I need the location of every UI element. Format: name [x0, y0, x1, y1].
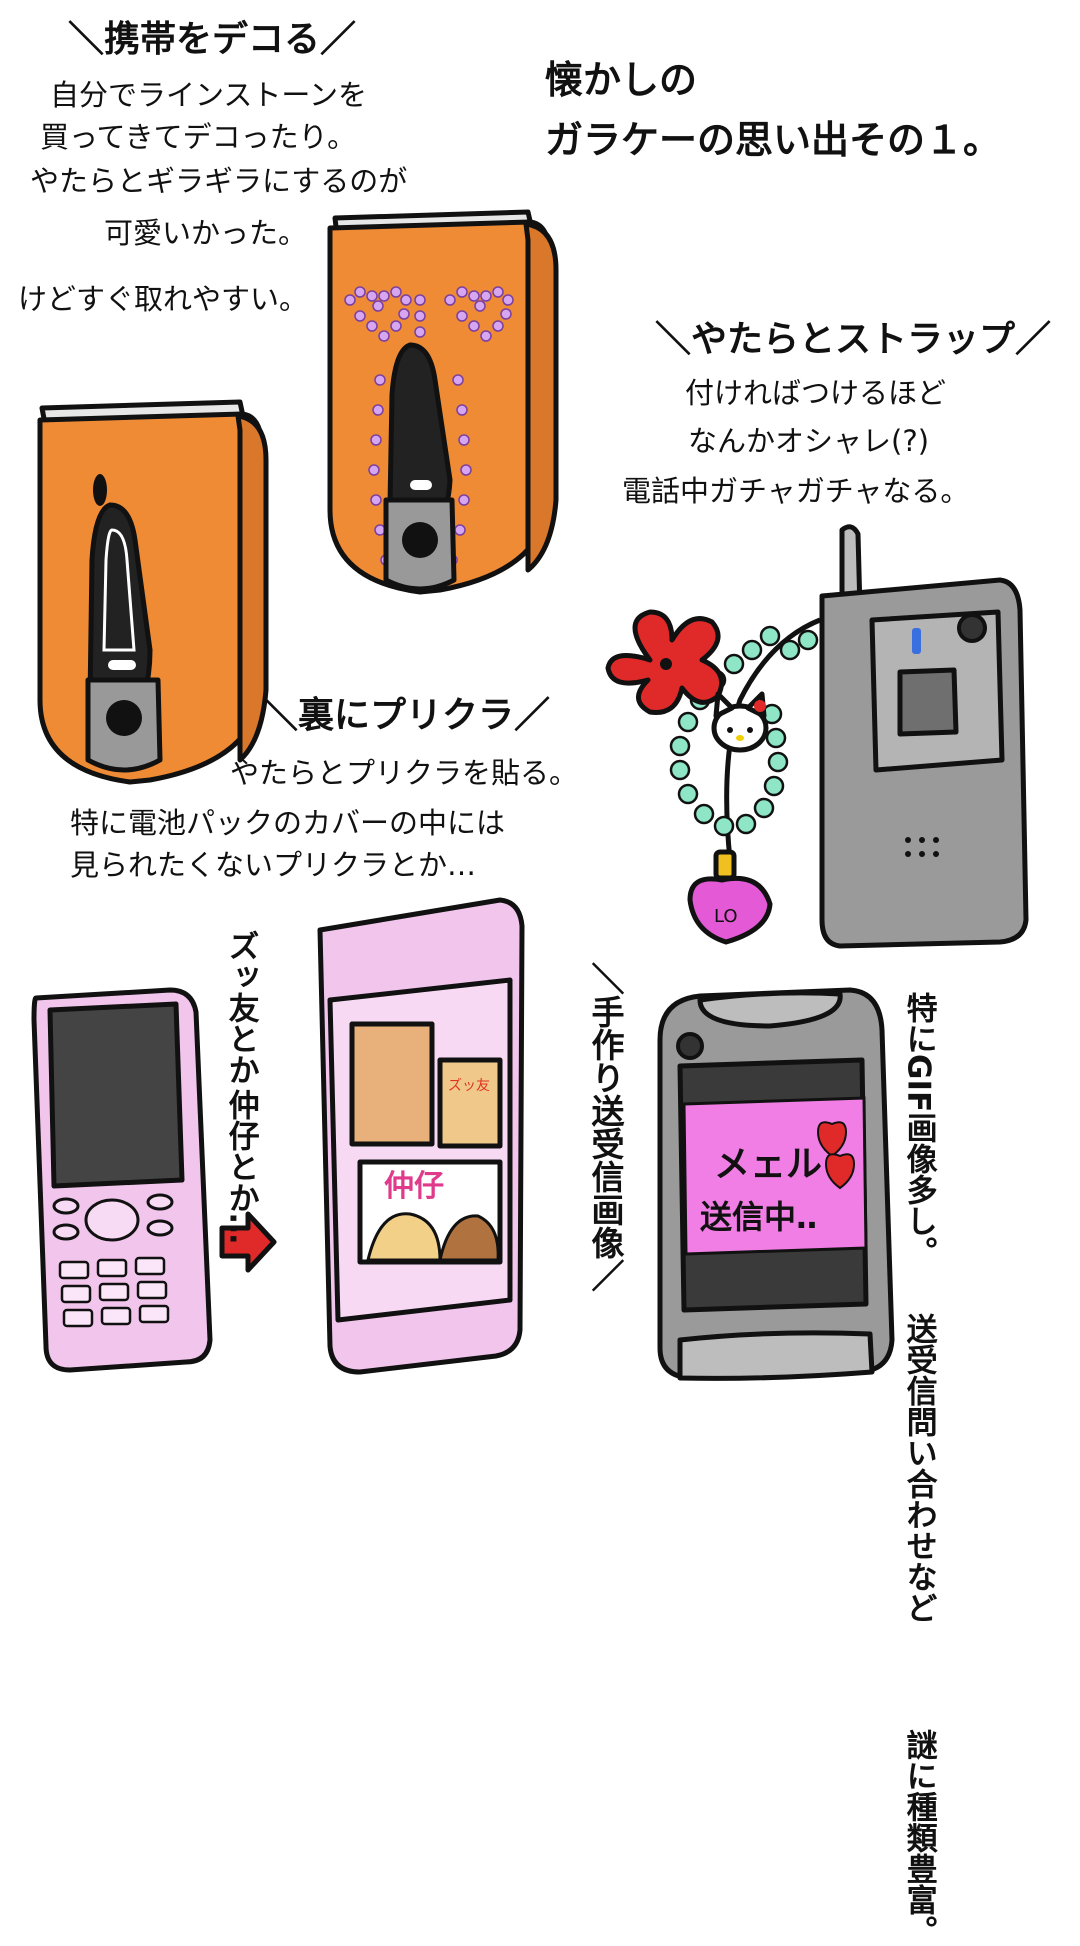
- strap-heading: ＼やたらとストラップ／: [655, 319, 1052, 360]
- gif-vertical-heading: ＼手作り送受信画像／: [585, 962, 625, 1292]
- purikura-line-1: やたらとプリクラを貼る。: [230, 756, 579, 790]
- heart-charm: LO: [687, 849, 773, 945]
- strap-line-2: なんかオシャレ(?): [688, 424, 930, 458]
- sticker-large-text: 仲仔: [384, 1169, 444, 1204]
- purikura-line-3: 見られたくないプリクラとか…: [70, 848, 477, 882]
- deco-line-2: 買ってきてデコったり。: [40, 120, 357, 154]
- gray-phone-straps: LO: [605, 524, 1029, 949]
- screen-line1: メェル: [714, 1144, 822, 1185]
- purikura-vertical-note: ズッ友とか 仲仔とか…: [222, 930, 259, 1244]
- orange-phone-decorated: [327, 209, 559, 595]
- orange-phone-left: [37, 399, 269, 785]
- purikura-vertical-line-1: ズッ友とか: [222, 930, 259, 1085]
- pink-phone-back: ズッ友 仲仔: [317, 897, 525, 1375]
- gif-vertical-line-3: 謎に種類豊富。: [900, 1729, 937, 1946]
- sticker-small-text: ズッ友: [448, 1078, 490, 1094]
- gif-vertical-line-1: 特にGIF画像多し。: [900, 992, 937, 1268]
- strap-line-1: 付ければつけるほど: [685, 376, 947, 410]
- hibiscus-charm: [605, 609, 724, 715]
- pink-slide-phone: [31, 987, 213, 1373]
- gif-vertical-note: 特にGIF画像多し。 送受信問い合わせなど 謎に種類豊富。: [900, 992, 937, 1946]
- deco-heading: ＼携帯をデコる／: [68, 19, 357, 60]
- charm-text: LO: [714, 906, 738, 927]
- screen-line2: 送信中‥: [700, 1198, 817, 1236]
- illustration-canvas: LO ズッ友 仲仔 メェル: [31, 209, 1029, 1381]
- page-title-line1: 懐かしの: [545, 58, 698, 102]
- purikura-heading: ＼裏にプリクラ／: [262, 695, 551, 736]
- strap-line-3: 電話中ガチャガチャなる。: [622, 474, 970, 508]
- purikura-line-2: 特に電池パックのカバーの中には: [70, 806, 506, 840]
- red-arrow-icon: [219, 1211, 277, 1273]
- page-title-line2: ガラケーの思い出その１。: [545, 118, 1002, 162]
- gif-vertical-line-2: 送受信問い合わせなど: [900, 1313, 937, 1624]
- gray-phone-gif: メェル 送信中‥: [657, 987, 895, 1381]
- purikura-vertical-line-2: 仲仔とか…: [222, 1089, 259, 1244]
- deco-line-3: やたらとギラギラにするのが: [30, 164, 408, 198]
- kitty-charm: [711, 691, 769, 753]
- deco-line-5: けどすぐ取れやすい。: [18, 282, 309, 316]
- deco-line-4: 可愛いかった。: [104, 216, 308, 250]
- deco-line-1: 自分でラインストーンを: [50, 78, 367, 112]
